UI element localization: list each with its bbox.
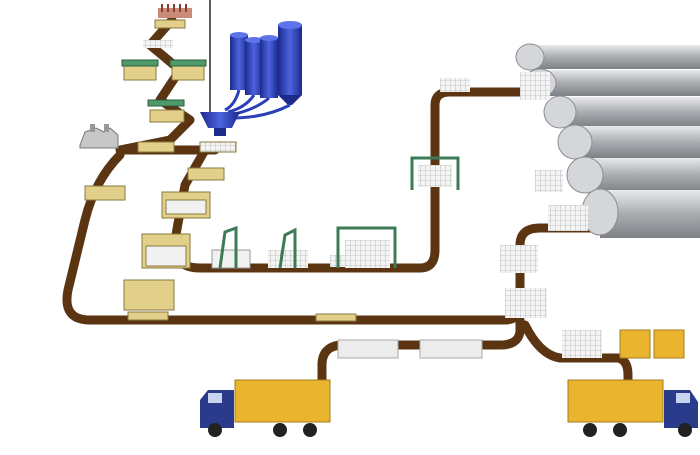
cutting-machine-icon bbox=[211, 225, 397, 269]
truck-icon bbox=[200, 379, 331, 437]
ball-mill-icon bbox=[79, 124, 119, 149]
mold-cart-icon bbox=[84, 141, 357, 322]
crane-icon bbox=[410, 78, 470, 190]
feed-conveyor bbox=[115, 15, 220, 155]
raw-material-feeder-icon bbox=[143, 4, 192, 48]
block-stack-icon bbox=[337, 245, 685, 359]
truck-icon bbox=[567, 379, 698, 437]
machine-frame-group bbox=[121, 59, 207, 123]
mixer-icon bbox=[200, 112, 240, 128]
finished-goods-conveyor-right bbox=[520, 320, 633, 393]
silo-icon bbox=[200, 0, 302, 136]
autoclave-icon bbox=[515, 43, 700, 238]
